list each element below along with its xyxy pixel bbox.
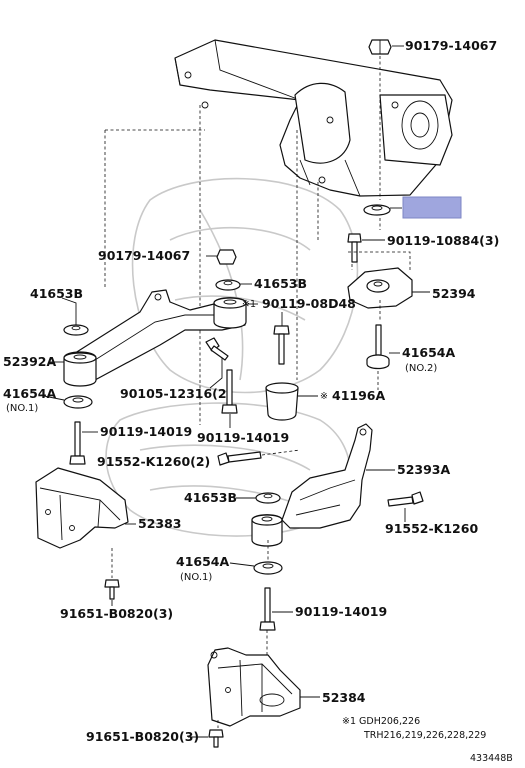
label-41196A[interactable]: 41196A: [332, 388, 385, 403]
bolt-90119-14019-left[interactable]: [69, 421, 86, 465]
nut-90179-14067-mid[interactable]: [216, 249, 237, 265]
bolt-91651-B0820-lower[interactable]: [208, 729, 224, 748]
cushion-41196A[interactable]: [265, 382, 299, 421]
bracket-52393A[interactable]: [251, 423, 373, 547]
label-41654A-right-sub: (NO.2): [405, 363, 437, 374]
footnote-line-1: ※1 GDH206,226: [342, 716, 420, 727]
label-41654A-left[interactable]: 41654A: [3, 386, 56, 401]
label-41653B-mid[interactable]: 41653B: [254, 276, 307, 291]
bracket-52384[interactable]: [207, 647, 301, 727]
label-41654A-low[interactable]: 41654A: [176, 554, 229, 569]
nut-90179-14067-top[interactable]: [368, 39, 392, 55]
label-41653B-left[interactable]: 41653B: [30, 286, 83, 301]
label-90119-14019-mid[interactable]: 90119-14019: [197, 430, 289, 445]
label-90119-10884[interactable]: 90119-10884(3): [387, 233, 499, 248]
cushion-41653B-left[interactable]: [63, 324, 89, 336]
insulator-41654A-no2[interactable]: [366, 324, 390, 370]
label-90119-08D48[interactable]: 90119-08D48: [262, 296, 356, 311]
label-52384[interactable]: 52384: [322, 690, 366, 705]
cushion-41653B-mid[interactable]: [215, 279, 241, 291]
label-90179-14067-top[interactable]: 90179-14067: [405, 38, 497, 53]
label-90105-12316[interactable]: 90105-12316(2): [120, 386, 232, 401]
label-90119-14019-left[interactable]: 90119-14019: [100, 424, 192, 439]
bolt-90105-12316[interactable]: [205, 337, 229, 361]
label-90179-14067-mid[interactable]: 90179-14067: [98, 248, 190, 263]
bolt-91552-K1260-2[interactable]: [217, 451, 262, 466]
label-91552-K1260[interactable]: 91552-K1260: [385, 521, 478, 536]
label-90119-14019-low[interactable]: 90119-14019: [295, 604, 387, 619]
label-41653B-low[interactable]: 41653B: [184, 490, 237, 505]
label-91651-B0820-lower[interactable]: 91651-B0820(3): [86, 729, 199, 744]
bracket-52392A[interactable]: [63, 289, 247, 387]
bracket-52383[interactable]: [35, 467, 129, 549]
differential-carrier: [174, 39, 453, 197]
insulator-41654A-no1-low[interactable]: [253, 561, 283, 575]
mark-41196A: ※: [320, 391, 328, 402]
label-91552-K1260-2[interactable]: 91552-K1260(2): [97, 454, 210, 469]
bolt-90119-14019-low[interactable]: [259, 587, 276, 631]
washer-under-carrier[interactable]: [363, 204, 391, 216]
label-41654A-left-sub: (NO.1): [6, 403, 38, 414]
footnote-line-2: TRH216,219,226,228,229: [363, 730, 486, 741]
cushion-41653B-low[interactable]: [255, 492, 281, 504]
bolt-91651-B0820-upper[interactable]: [104, 579, 120, 600]
mark-08D48: ※1: [242, 299, 256, 310]
bolt-90119-14019-mid[interactable]: [221, 369, 238, 414]
highlight-box[interactable]: [402, 196, 462, 219]
label-41654A-right[interactable]: 41654A: [402, 345, 455, 360]
bolt-90119-10884[interactable]: [347, 233, 362, 263]
insulator-41654A-no1-left[interactable]: [63, 395, 93, 409]
label-52393A[interactable]: 52393A: [397, 462, 450, 477]
label-52383[interactable]: 52383: [138, 516, 182, 531]
label-91651-B0820-upper[interactable]: 91651-B0820(3): [60, 606, 173, 621]
bracket-52394[interactable]: [347, 267, 413, 309]
bolt-91552-K1260[interactable]: [387, 491, 424, 507]
label-52394[interactable]: 52394: [432, 286, 476, 301]
label-41654A-low-sub: (NO.1): [180, 572, 212, 583]
label-52392A[interactable]: 52392A: [3, 354, 56, 369]
bolt-90119-08D48[interactable]: [273, 325, 290, 365]
diagram-id: 433448B: [470, 753, 513, 764]
